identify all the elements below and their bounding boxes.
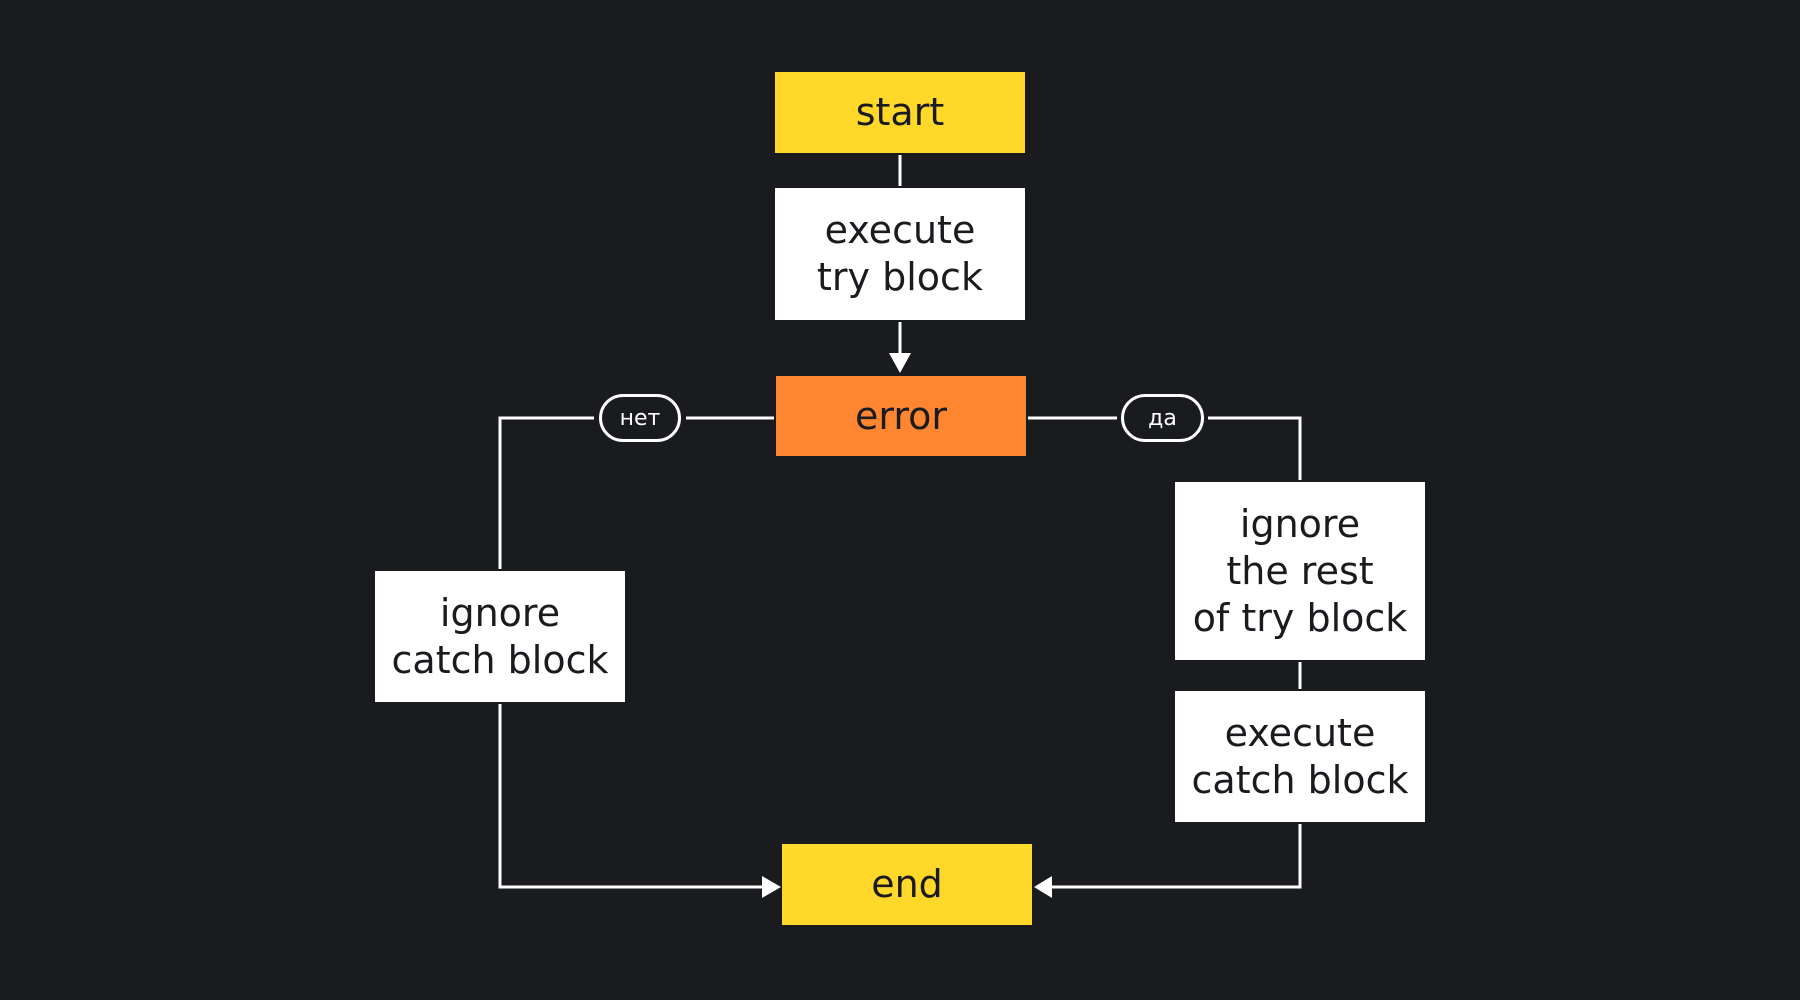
connector-no-to-ignore-catch [498,416,594,569]
error-decision-node: error [776,376,1026,456]
start-node: start [775,72,1025,153]
ignore-catch-block-node: ignore catch block [375,571,625,702]
arrowhead-to-error [889,353,911,373]
execute-try-block-node: execute try block [775,188,1025,320]
branch-label-no: нет [599,394,681,442]
end-node: end [782,844,1032,925]
connector-yes-to-ignore-rest [1208,416,1302,480]
connector-ignore-catch-to-end [498,704,764,889]
execute-catch-block-node: execute catch block [1175,691,1425,822]
connector-execute-catch-to-end [1052,824,1302,889]
ignore-rest-of-try-node: ignore the rest of try block [1175,482,1425,660]
arrowhead-left-to-end [762,876,781,898]
arrowhead-right-to-end [1034,876,1052,898]
branch-label-yes: да [1121,394,1204,442]
